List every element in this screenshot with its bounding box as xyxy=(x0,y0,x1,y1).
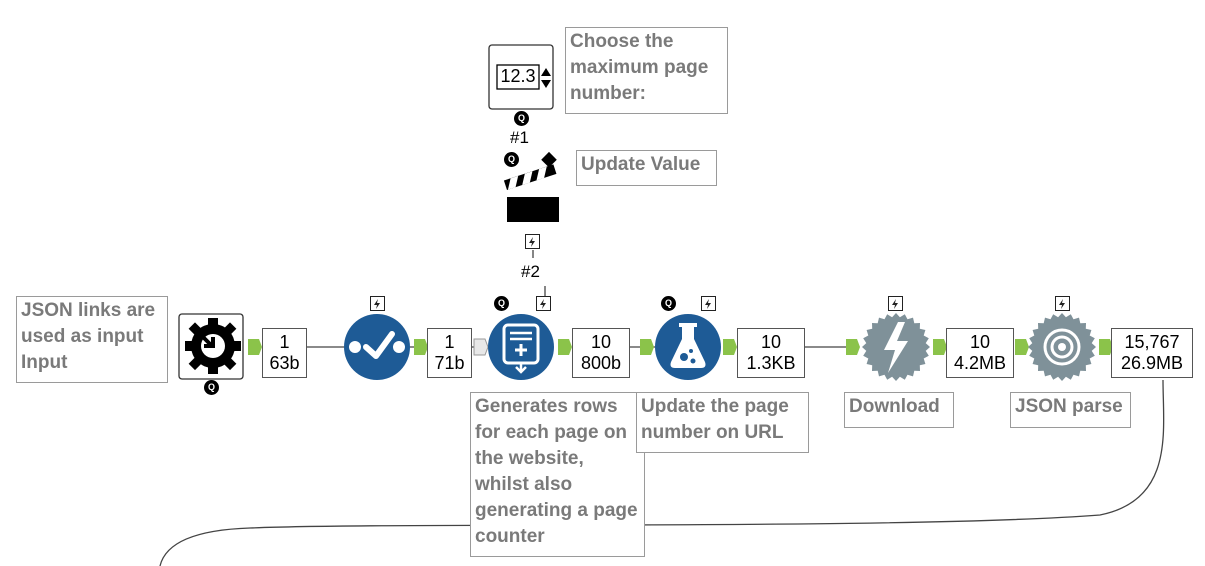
connector-arrows xyxy=(248,339,1113,355)
lightning-icon xyxy=(370,296,385,311)
formula-icon[interactable] xyxy=(655,314,721,380)
record-count-box: 15,767 26.9MB xyxy=(1111,328,1193,378)
annotation-download[interactable]: Download xyxy=(844,392,954,428)
record-count-box: 1 63b xyxy=(262,328,307,378)
annotation-generate-rows[interactable]: Generates rows for each page on the webs… xyxy=(470,392,645,557)
annotation-numeric-up-down[interactable]: Choose the maximum page number: xyxy=(565,27,728,114)
record-count-box: 10 800b xyxy=(572,328,630,378)
action-clapper-icon[interactable] xyxy=(503,151,559,222)
select-icon[interactable] xyxy=(344,314,410,380)
quick-badge: Q xyxy=(494,296,509,311)
numeric-up-down-icon[interactable] xyxy=(488,44,554,110)
data-size: 63b xyxy=(269,353,300,373)
data-size: 4.2MB xyxy=(953,353,1007,373)
annotation-update-value[interactable]: Update Value xyxy=(576,150,717,186)
record-count-box: 10 4.2MB xyxy=(946,328,1014,378)
annotation-formula[interactable]: Update the page number on URL xyxy=(636,392,809,453)
generate-rows-icon[interactable] xyxy=(488,314,554,380)
quick-badge: Q xyxy=(514,111,529,126)
record-count: 10 xyxy=(760,332,782,352)
quick-badge: Q xyxy=(204,380,219,395)
macro-input-icon[interactable] xyxy=(178,313,244,380)
numeric-control-value: 12.3 xyxy=(500,66,536,86)
record-count: 10 xyxy=(969,332,991,352)
quick-badge: Q xyxy=(661,296,676,311)
data-size: 26.9MB xyxy=(1120,353,1184,373)
lightning-icon xyxy=(525,234,540,249)
quick-badge: Q xyxy=(504,152,519,167)
annotation-json-parse[interactable]: JSON parse xyxy=(1010,392,1131,428)
lightning-icon xyxy=(888,296,903,311)
data-size: 800b xyxy=(580,353,622,373)
record-count: 10 xyxy=(590,332,612,352)
data-size: 1.3KB xyxy=(746,353,796,373)
control-id-label: #1 xyxy=(510,128,529,147)
annotation-json-links[interactable]: JSON links are used as input Input xyxy=(16,296,168,383)
lightning-icon xyxy=(1055,296,1070,311)
lightning-icon xyxy=(701,296,716,311)
download-icon[interactable] xyxy=(862,313,930,381)
data-size: 71b xyxy=(434,353,465,373)
record-count: 1 xyxy=(279,332,290,352)
json-parse-icon[interactable] xyxy=(1028,313,1096,381)
connections xyxy=(159,250,1165,566)
lightning-icon xyxy=(536,296,551,311)
record-count: 15,767 xyxy=(1124,332,1180,352)
record-count: 1 xyxy=(444,332,455,352)
action-id-label: #2 xyxy=(521,262,540,281)
record-count-box: 10 1.3KB xyxy=(737,328,805,378)
connector-arrow-unused xyxy=(473,338,489,356)
record-count-box: 1 71b xyxy=(427,328,472,378)
